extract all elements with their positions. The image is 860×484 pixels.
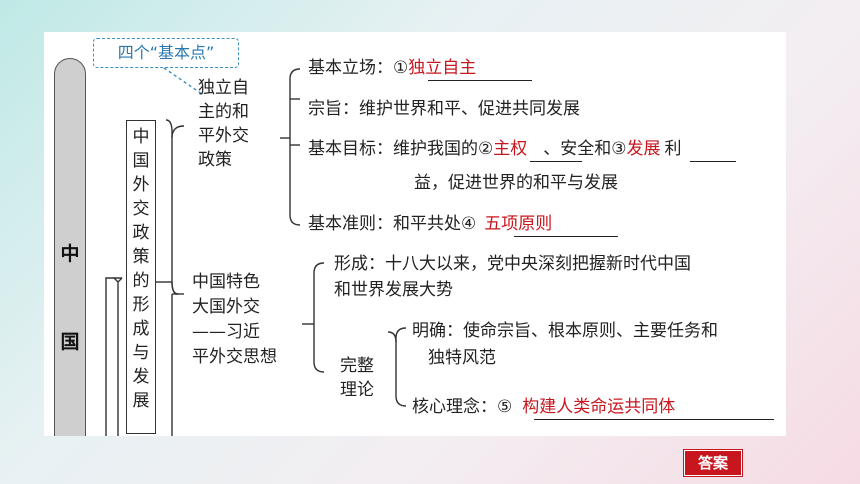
principle-row: 基本准则：和平共处④ 五项原则 [308,213,552,235]
branch2-title-line1: 中国特色 [192,272,260,292]
stance-answer: 独立自主 [408,58,477,78]
branch1-title: 独立自 主的和 平外交 政策 [198,76,249,172]
root-char-1: 中 [60,243,80,265]
stance-label: 基本立场：① [308,58,409,78]
stance-underline [428,80,532,81]
root-char-2: 国 [60,331,80,353]
goal-suffix: 利 [664,139,682,159]
goal-underline-2 [690,161,736,162]
branch2-title-line3: ——习近 [192,322,260,342]
four-basic-points-badge: 四个“基本点” [93,38,239,68]
branch1-title-line3: 平外交 [198,126,249,146]
answer-button[interactable]: 答案 [684,450,742,476]
principle-answer: 五项原则 [484,214,553,234]
complete-theory-title: 完整 理论 [340,354,374,402]
goal-answer-sovereignty: 主权 [493,139,528,159]
complete-theory-line1: 完整 [340,356,374,376]
clear-line1: 明确：使命宗旨、根本原则、主要任务和 [412,321,718,341]
core-concept-underline [534,419,774,420]
core-concept-answer: 构建人类命运共同体 [522,397,676,417]
branch2-title: 中国特色 大国外交 ——习近 平外交思想 [192,270,277,370]
connector-lines [105,67,407,436]
branch2-title-line4: 平外交思想 [192,347,277,367]
formation-line1: 形成：十八大以来，党中央深刻把握新时代中国 [334,254,691,274]
clear-line2: 独特风范 [428,348,496,368]
foreign-policy-box: 中国外交政策的形成与发展 [126,120,156,434]
branch1-title-line2: 主的和 [198,102,249,122]
goal-underline-1 [530,161,582,162]
complete-theory-line2: 理论 [340,380,374,400]
branch1-title-line4: 政策 [198,150,232,170]
foreign-policy-label: 中国外交政策的形成与发展 [132,127,150,411]
goal-row: 基本目标：维护我国的②主权、安全和③发展利 [308,138,682,160]
formation-line2: 和世界发展大势 [334,280,453,300]
principle-label: 基本准则：和平共处④ [308,214,477,234]
branch2-title-line2: 大国外交 [192,297,260,317]
root-node-china: 中 国 [54,58,86,436]
goal-answer-development: 发展 [626,139,661,159]
purpose-row: 宗旨：维护世界和平、促进共同发展 [308,99,580,119]
mind-map-card: 中 国 四个“基本点” 中国外交政策的形成与发展 独立自 主的和 平外交 政策 … [44,32,786,436]
goal-label: 基本目标：维护我国的② [308,139,494,159]
core-concept-label: 核心理念：⑤ [412,397,513,417]
principle-underline [514,236,618,237]
branch1-title-line1: 独立自 [198,78,249,98]
goal-line2: 益，促进世界的和平与发展 [414,173,618,193]
stance-row: 基本立场：①独立自主 [308,57,476,79]
core-concept-row: 核心理念：⑤ 构建人类命运共同体 [412,396,675,418]
goal-middle: 、安全和③ [543,139,627,159]
